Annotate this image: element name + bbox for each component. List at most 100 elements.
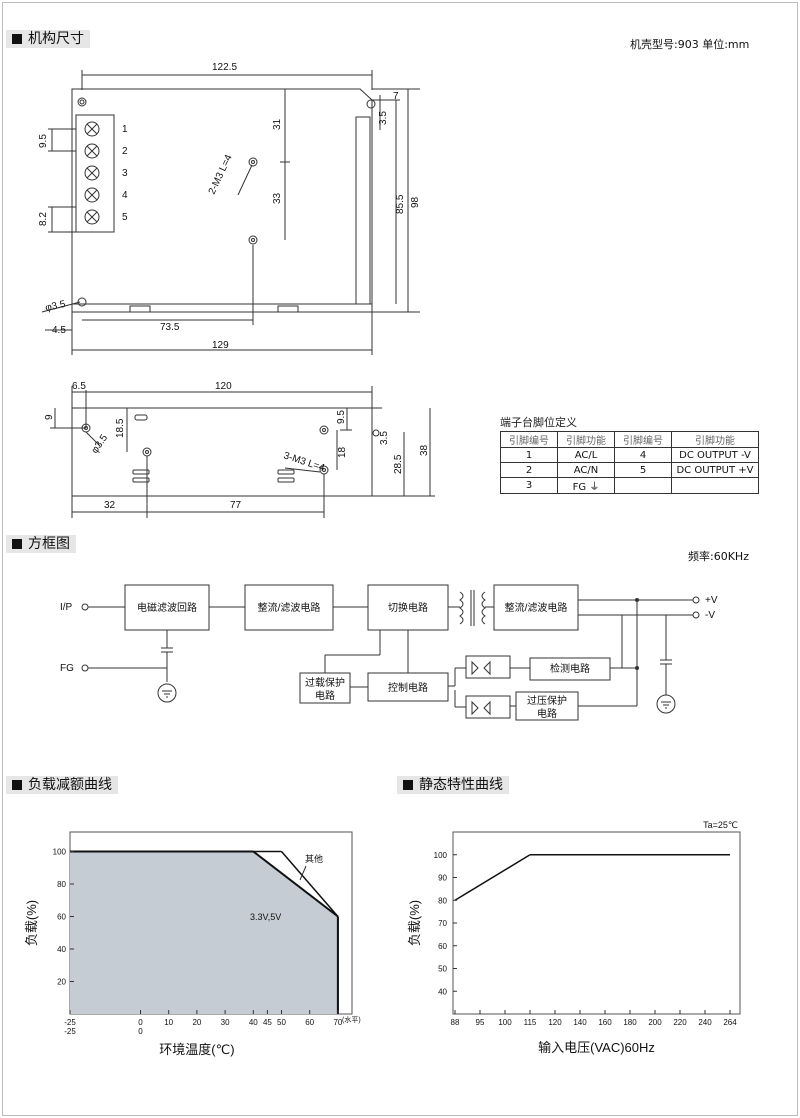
freq-note: 频率:60KHz: [688, 550, 749, 563]
y-tick-label: 100: [53, 848, 67, 857]
dim-73-5: 73.5: [160, 322, 180, 333]
pin-header-no-2: 引脚编号: [614, 431, 672, 448]
dim-120: 120: [215, 381, 232, 392]
dim-18: 18: [337, 446, 348, 458]
x-tick-label: 100: [498, 1018, 512, 1027]
x-tick-label: 220: [673, 1018, 687, 1027]
y-tick-label: 40: [438, 987, 447, 996]
series-line-load: [454, 854, 531, 901]
x-tick-label: 40: [249, 1018, 258, 1027]
label-emi: 电磁滤波回路: [137, 601, 197, 614]
x-tick-label: 115: [524, 1018, 537, 1027]
x-tick-label: 45: [263, 1018, 272, 1027]
x-tick-label: 10: [164, 1018, 173, 1027]
dim-31: 31: [272, 118, 283, 130]
x-tick-label-second: -25: [64, 1027, 76, 1036]
series-line-3v3-5v: [252, 850, 339, 918]
y-tick-label: 90: [438, 874, 447, 883]
dim-38: 38: [419, 444, 430, 456]
x-tick-label: 20: [192, 1018, 201, 1027]
x-tick-label: 0: [138, 1018, 143, 1027]
x-axis-label: 输入电压(VAC)60Hz: [538, 1040, 655, 1055]
label-detect: 检测电路: [550, 662, 590, 675]
terminal-label-2: 2: [122, 146, 128, 157]
y-axis-label: 负载(%): [407, 900, 422, 946]
x-tick-label: 70: [333, 1018, 342, 1027]
dim-77: 77: [230, 500, 242, 511]
x-tick-label: 264: [723, 1018, 737, 1027]
x-tick-label: 60: [305, 1018, 314, 1027]
y-tick-label: 40: [57, 945, 66, 954]
y-tick-label: 60: [57, 913, 66, 922]
section-bullet-icon: [12, 780, 22, 790]
dim-9-5: 9.5: [38, 134, 49, 148]
series-label-3v3-5v: 3.3V,5V: [250, 912, 281, 922]
x-tick-label: 160: [598, 1018, 612, 1027]
x-tick-label: 240: [698, 1018, 712, 1027]
y-axis-label: 负载(%): [24, 900, 39, 946]
pin-header-fn-1: 引脚功能: [557, 431, 615, 448]
label-olp-2: 电路: [315, 689, 335, 702]
x-tick-label: 95: [476, 1018, 485, 1027]
label-olp-1: 过载保护: [305, 676, 345, 689]
dim-9: 9: [44, 414, 55, 420]
series-line-other: [280, 851, 339, 917]
terminal-label-5: 5: [122, 212, 128, 223]
section-bullet-icon: [12, 539, 22, 549]
dim-33: 33: [272, 192, 283, 204]
series-label-other: 其他: [305, 853, 323, 864]
label-ovp-2: 电路: [537, 707, 557, 720]
dim-7: 7: [393, 91, 399, 102]
x-unit-label: (水平): [342, 1015, 361, 1024]
dim-3-5: 3.5: [378, 111, 389, 125]
x-tick-label: -25: [64, 1018, 76, 1027]
case-note: 机壳型号:903 单位:mm: [630, 38, 750, 51]
x-tick-label: 180: [623, 1018, 637, 1027]
dim-side-phi-3-5: φ3.5: [89, 432, 110, 455]
section-mechanical-title: 机构尺寸: [6, 30, 90, 48]
x-tick-label: 88: [451, 1018, 460, 1027]
dim-4-5: 4.5: [52, 325, 66, 336]
terminal-label-1: 1: [122, 124, 128, 135]
section-bullet-icon: [12, 34, 22, 44]
y-tick-label: 50: [438, 965, 447, 974]
dim-18-5: 18.5: [115, 418, 126, 438]
block-detect: [529, 657, 611, 681]
section-static-title: 静态特性曲线: [397, 776, 509, 794]
label-vminus: -V: [705, 610, 715, 621]
label-rect1: 整流/滤波电路: [258, 601, 321, 614]
label-control: 控制电路: [388, 681, 428, 694]
dim-side-9-5: 9.5: [336, 410, 347, 424]
dim-98: 98: [410, 196, 421, 208]
x-tick-label: 200: [648, 1018, 662, 1027]
series-label-leader: [299, 865, 307, 881]
label-switch: 切换电路: [388, 601, 428, 614]
y-tick-label: 100: [434, 851, 448, 860]
section-bullet-icon: [403, 780, 413, 790]
derating-area-3v3-5v: [70, 851, 338, 1014]
pin-header-fn-2: 引脚功能: [671, 431, 759, 448]
label-vplus: +V: [705, 595, 718, 606]
section-block-title: 方框图: [6, 535, 76, 553]
dim-129: 129: [212, 340, 229, 351]
label-rect2: 整流/滤波电路: [505, 601, 568, 614]
top-view-drawing: 122.5 7 3.5 31 33 85.5 98 9.5 8.2 2-M3 L…: [38, 62, 435, 518]
y-tick-label: 20: [57, 978, 66, 987]
terminal-label-3: 3: [122, 168, 128, 179]
dim-8-2: 8.2: [38, 212, 49, 226]
opto-coupler-1: [465, 655, 511, 679]
dim-85-5: 85.5: [395, 194, 406, 214]
terminal-label-4: 4: [122, 190, 128, 201]
dim-2-m3: 2-M3 L=4: [207, 153, 235, 197]
y-tick-label: 80: [438, 896, 447, 905]
label-fg: FG: [60, 663, 74, 674]
dim-122-5: 122.5: [212, 62, 237, 73]
y-tick-label: 80: [57, 880, 66, 889]
x-tick-label: 140: [573, 1018, 587, 1027]
x-tick-label: 50: [277, 1018, 286, 1027]
